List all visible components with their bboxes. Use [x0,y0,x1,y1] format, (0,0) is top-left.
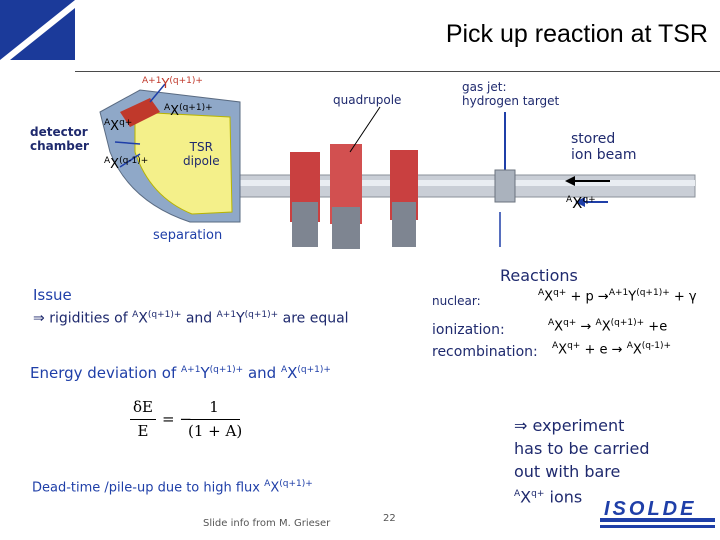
footer-credit: Slide info from M. Grieser [203,518,331,529]
label-a1y: A+1Y(q+1)+ [142,76,203,92]
label-detector-chamber: detector chamber [30,125,89,153]
label-axq: AXq+ [104,118,133,134]
label-quadrupole: quadrupole [333,93,402,107]
recombination-equation: AXq+ + e → AX(q-1)+ [552,341,672,358]
label-beam-ion: AXq+ [566,194,596,212]
red-wedge [120,98,160,127]
isolde-logo-stripes [600,518,715,528]
label-axq-minus: AX(q-1)+ [104,156,149,172]
energy-deviation: Energy deviation of A+1Y(q+1)+ and AX(q+… [30,364,331,382]
label-stored-beam: stored ion beam [571,131,637,163]
label-axq-plus: AX(q+1)+ [164,103,213,119]
formula-rhs-den: (1 + A) [188,422,243,440]
label-tsr-dipole: TSR dipole [183,140,220,168]
recombination-label: recombination: [432,344,538,360]
ionization-equation: AXq+ → AX(q+1)+ +e [548,318,668,335]
tsr-diagram [99,83,696,249]
ionization-label: ionization: [432,322,505,338]
deadtime-note: Dead-time /pile-up due to high flux AX(q… [32,479,313,496]
isolde-logo-text: ISOLDE [604,498,697,520]
issue-heading: Issue [33,286,72,304]
isolde-logo: ISOLDE [600,498,715,530]
formula-rhs-num: 1 [209,398,219,416]
page-number: 22 [383,513,396,524]
nuclear-label: nuclear: [432,294,481,308]
formula-lhs-bar [130,419,156,420]
reactions-heading: Reactions [500,266,578,285]
issue-rigidities: ⇒ rigidities of AX(q+1)+ and A+1Y(q+1)+ … [33,310,349,327]
nuclear-equation: AXq+ + p →A+1Y(q+1)+ + γ [538,288,697,305]
title-divider [75,71,720,72]
conclusion-block: ⇒ experiment has to be carried out with … [514,416,650,507]
dipole-yellow-region [134,111,233,215]
slide-title: Pick up reaction at TSR [445,20,708,48]
formula-rhs-bar [188,419,240,420]
formula-lhs-den: E [137,422,149,440]
corner-stripe [0,0,75,60]
label-separation: separation [153,228,223,243]
formula-lhs-num: δE [133,398,153,416]
formula-eq: = − [162,410,192,428]
label-gas-jet: gas jet: hydrogen target [462,80,560,108]
